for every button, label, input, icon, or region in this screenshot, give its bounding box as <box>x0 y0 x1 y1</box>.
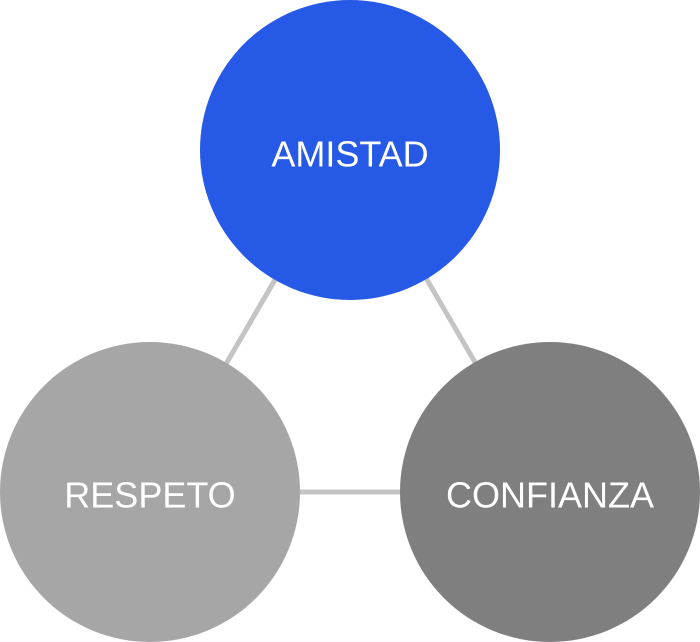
node-amistad: AMISTAD <box>200 0 500 300</box>
node-respeto-circle <box>0 342 300 642</box>
node-respeto-label: RESPETO <box>64 475 235 516</box>
node-amistad-circle <box>200 0 500 300</box>
node-confianza: CONFIANZA <box>400 342 700 642</box>
connector-amistad-confianza <box>423 276 479 366</box>
connector-amistad-respeto <box>223 276 279 366</box>
node-amistad-label: AMISTAD <box>271 134 428 175</box>
node-respeto: RESPETO <box>0 342 300 642</box>
node-confianza-circle <box>400 342 700 642</box>
node-confianza-label: CONFIANZA <box>446 475 654 516</box>
